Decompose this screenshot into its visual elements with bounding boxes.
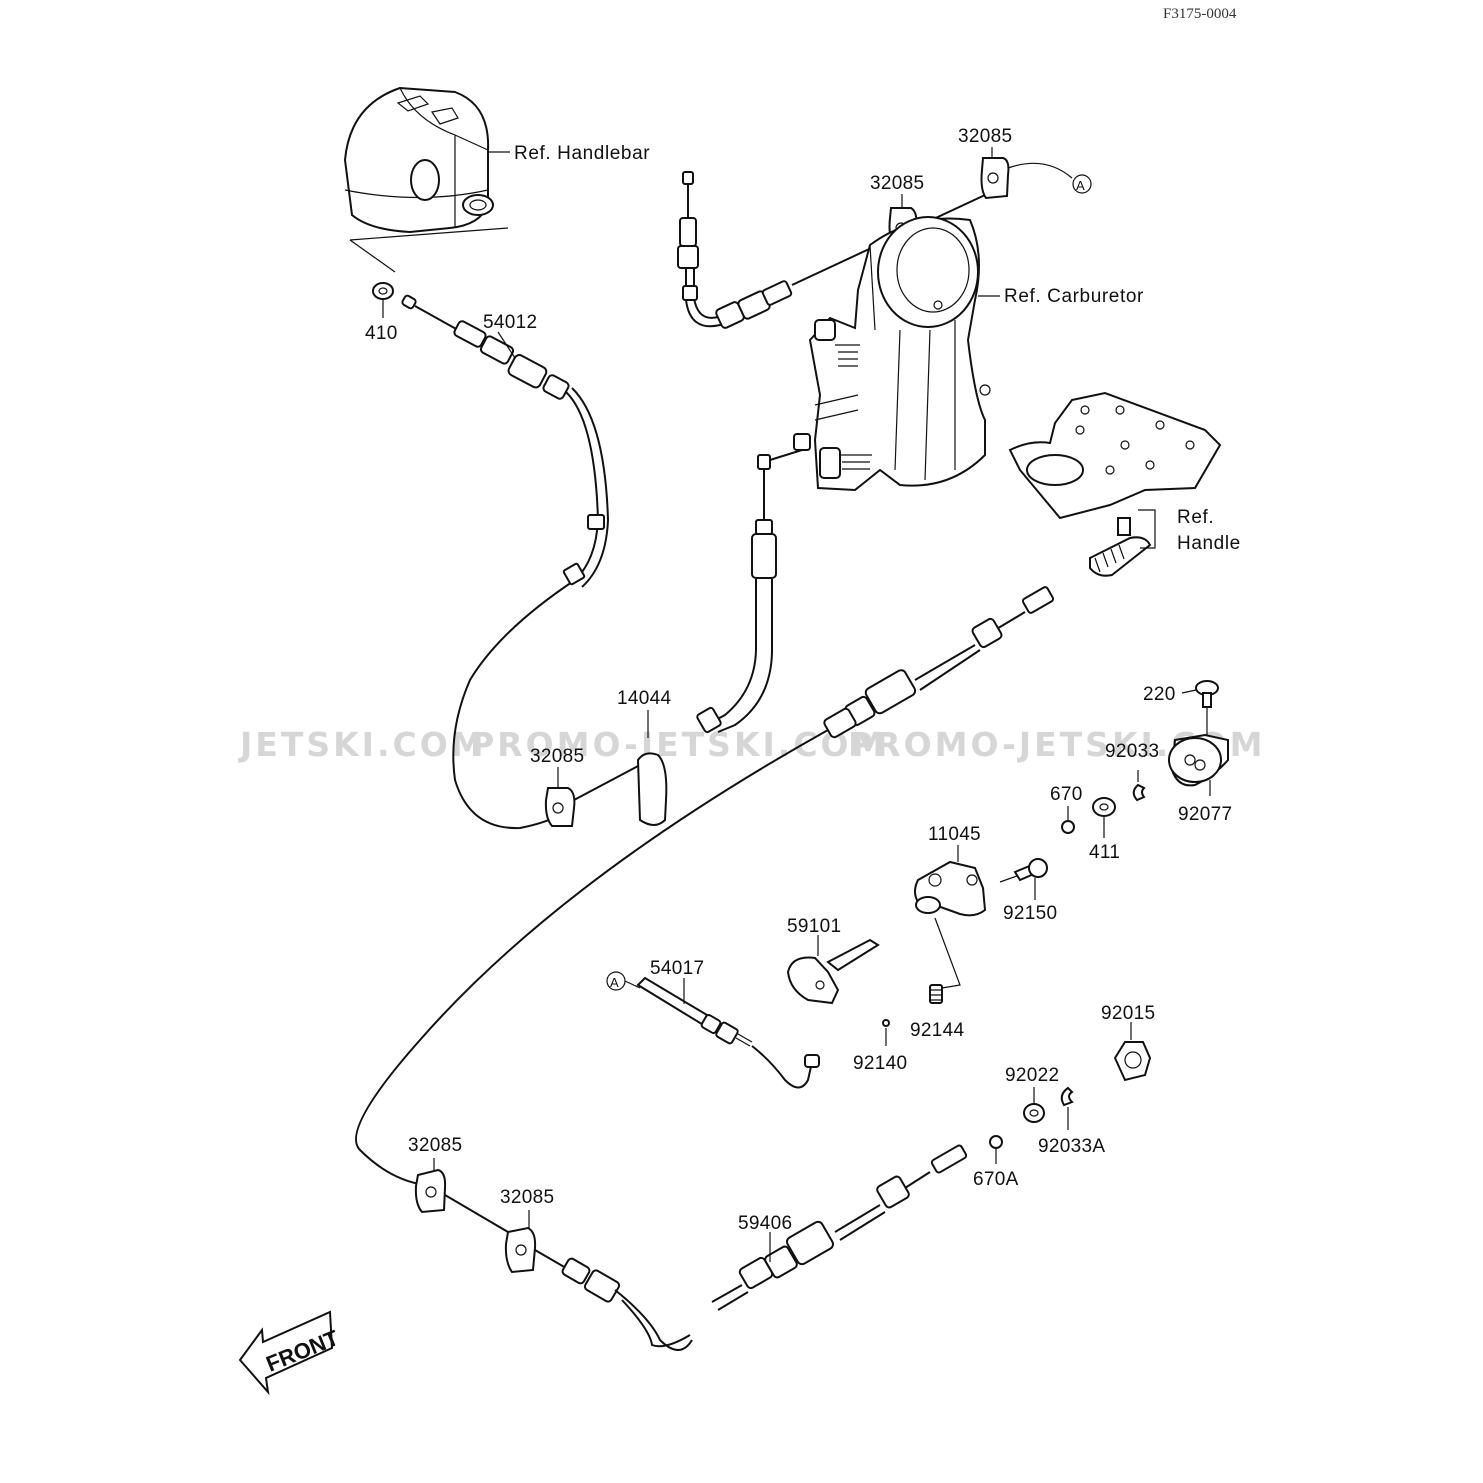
- carburetor: [808, 216, 991, 492]
- label-410: 410: [365, 323, 398, 344]
- washer-411: [1092, 797, 1116, 838]
- nut-92015: [1113, 1022, 1152, 1082]
- washer-92022: [1023, 1087, 1045, 1123]
- label-32085-mid: 32085: [530, 746, 584, 767]
- label-411: 411: [1089, 842, 1120, 863]
- lever-11045: [914, 845, 987, 917]
- label-670a: 670A: [973, 1169, 1019, 1190]
- watermark-text-2: PROMO-JETSKI.COM: [470, 725, 887, 764]
- handle-plate: [1008, 391, 1222, 577]
- front-arrow-icon: FRONT: [238, 1310, 343, 1396]
- screw-220: [1181, 680, 1219, 735]
- connector-marker-a: A: [610, 975, 619, 990]
- label-32085-low-mid: 32085: [500, 1187, 554, 1208]
- cable-clip-32085-low-left: [414, 1158, 447, 1214]
- circlip-92033a: [1060, 1086, 1074, 1130]
- label-14044: 14044: [617, 688, 671, 709]
- label-670: 670: [1050, 784, 1083, 805]
- connector-marker-a-top: A: [1072, 174, 1092, 194]
- washer-670: [1061, 806, 1075, 834]
- label-92015: 92015: [1101, 1003, 1155, 1024]
- handlebar-housing: [343, 86, 509, 273]
- label-59101: 59101: [787, 916, 841, 937]
- label-92022: 92022: [1005, 1065, 1059, 1086]
- watermark-text-1: JETSKI.COM: [238, 725, 487, 764]
- throttle-cable-54012: [401, 294, 610, 830]
- cable-54017: A: [606, 971, 820, 1089]
- label-32085-low-left: 32085: [408, 1135, 462, 1156]
- figure-code: F3175-0004: [1163, 6, 1237, 22]
- spring-92144: [929, 917, 961, 1004]
- cable-clip-32085-mid: [544, 752, 668, 827]
- ref-handle-line1: Ref.: [1177, 507, 1214, 528]
- ref-handle-line2: Handle: [1177, 533, 1241, 554]
- long-cable: [355, 586, 1055, 1186]
- cable-front-end: [534, 1249, 693, 1351]
- cable-clip-32085-low-mid: [444, 1194, 537, 1274]
- label-59406: 59406: [738, 1213, 792, 1234]
- label-32085-top-mid: 32085: [870, 173, 924, 194]
- label-92150: 92150: [1003, 903, 1057, 924]
- lever-59101: [786, 935, 880, 1005]
- label-220: 220: [1143, 684, 1176, 705]
- label-11045: 11045: [928, 824, 981, 845]
- shift-cable-59406: [711, 1144, 968, 1311]
- ref-carburetor: Ref. Carburetor: [1004, 286, 1144, 307]
- label-92144: 92144: [910, 1020, 964, 1041]
- label-32085-top-right: 32085: [958, 126, 1012, 147]
- label-92140: 92140: [853, 1053, 907, 1074]
- label-54017: 54017: [650, 958, 704, 979]
- ball-92140: [882, 1019, 890, 1046]
- bolt-92150: [999, 858, 1048, 900]
- circlip-92033: [1132, 770, 1146, 802]
- label-92033: 92033: [1105, 741, 1159, 762]
- washer-410: [372, 282, 394, 318]
- cable-14044: [647, 433, 811, 738]
- label-92077: 92077: [1178, 804, 1232, 825]
- label-54012: 54012: [483, 312, 537, 333]
- washer-670a: [989, 1135, 1003, 1164]
- ref-handlebar: Ref. Handlebar: [514, 143, 650, 164]
- bracket-92077: [1168, 733, 1229, 796]
- svg-text:A: A: [1076, 178, 1085, 193]
- label-92033a: 92033A: [1038, 1136, 1105, 1157]
